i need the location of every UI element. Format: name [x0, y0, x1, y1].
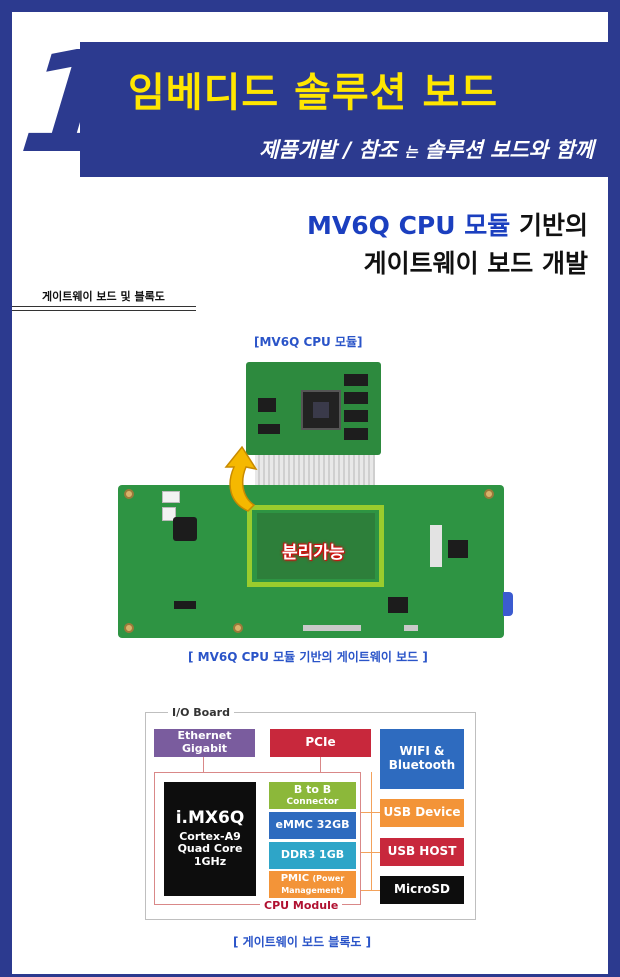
- board-connector: [162, 507, 176, 521]
- section-underline: [12, 306, 196, 307]
- microsd-block: MicroSD: [380, 876, 464, 904]
- usb-host-block: USB HOST: [380, 838, 464, 866]
- edge-connector: [404, 625, 418, 631]
- connection-line: [361, 890, 381, 891]
- section-underline: [12, 310, 196, 311]
- module-highlight-box: [247, 505, 384, 587]
- header-title: 임베디드 솔루션 보드: [128, 70, 499, 116]
- cpu-module-group: [154, 772, 361, 905]
- pmic-label: PMIC: [280, 873, 310, 884]
- curved-arrow-icon: [224, 445, 258, 512]
- header-panel: 임베디드 솔루션 보드 제품개발 / 참조 는 솔루션 보드와 함께: [80, 42, 608, 177]
- connection-line: [203, 756, 204, 772]
- header-subtitle-small: 는: [404, 145, 418, 161]
- board-caption: [ MV6Q CPU 모듈 기반의 게이트웨이 보드 ]: [188, 650, 428, 664]
- frame-right-border: [608, 0, 620, 977]
- btob-sub-label: Connector: [286, 796, 339, 807]
- board-side-connector: [503, 592, 513, 616]
- headline-line1-rest: 기반의: [518, 211, 588, 240]
- frame-bottom-border: [0, 974, 620, 977]
- ethernet-block: Ethernet Gigabit: [154, 729, 255, 757]
- header-subtitle-a: 제품개발 / 참조: [259, 138, 398, 162]
- headline-line2: 게이트웨이 보드 개발: [363, 249, 588, 278]
- memory-chip: [344, 392, 368, 404]
- btob-connector-block: B to B Connector: [269, 782, 356, 809]
- header-subtitle-b: 솔루션 보드와 함께: [424, 138, 594, 162]
- btob-label: B to B: [293, 783, 332, 796]
- pmic-chip: [258, 398, 276, 412]
- processor-chip: [301, 390, 341, 430]
- pmic-block: PMIC (Power Management): [269, 871, 356, 898]
- mount-hole: [124, 489, 134, 499]
- usb-device-block: USB Device: [380, 799, 464, 827]
- headline: MV6Q CPU 모듈 기반의 게이트웨이 보드 개발: [307, 207, 588, 283]
- wifi-bluetooth-block: WIFI & Bluetooth: [380, 729, 464, 789]
- connection-line: [320, 756, 321, 772]
- board-ic: [173, 517, 197, 541]
- cpu-block: i.MX6Q Cortex-A9 Quad Core 1GHz: [164, 782, 256, 896]
- header-subtitle: 제품개발 / 참조 는 솔루션 보드와 함께: [259, 134, 594, 164]
- headline-highlight: MV6Q CPU 모듈: [307, 211, 511, 240]
- emmc-block: eMMC 32GB: [269, 812, 356, 839]
- cpu-module-photo: [246, 362, 381, 455]
- frame-top-border: [0, 0, 620, 12]
- pcie-block: PCIe: [270, 729, 371, 757]
- headline-line1: MV6Q CPU 모듈 기반의: [307, 207, 588, 245]
- board-ic: [388, 597, 408, 613]
- header-pins: [430, 525, 442, 567]
- cpu-module-label: CPU Module: [260, 899, 343, 912]
- board-connector: [162, 491, 180, 503]
- board-ic: [448, 540, 468, 558]
- section-label: 게이트웨이 보드 및 블록도: [42, 290, 165, 303]
- cpu-name: i.MX6Q: [175, 808, 245, 829]
- edge-connector: [303, 625, 361, 631]
- separable-label: 분리가능: [282, 543, 345, 563]
- connection-line: [371, 772, 372, 890]
- io-board-title: I/O Board: [168, 706, 234, 719]
- mounted-module: [257, 513, 375, 579]
- module-caption: [MV6Q CPU 모듈]: [254, 335, 363, 349]
- small-chip: [258, 424, 280, 434]
- header-banner: 1 임베디드 솔루션 보드 제품개발 / 참조 는 솔루션 보드와 함께: [12, 12, 608, 185]
- memory-chip: [344, 428, 368, 440]
- cpu-desc: Cortex-A9 Quad Core 1GHz: [177, 829, 243, 869]
- block-diagram-frame: [145, 712, 476, 920]
- memory-chip: [344, 374, 368, 386]
- diagram-caption: [ 게이트웨이 보드 블록도 ]: [233, 935, 372, 949]
- frame-left-border: [0, 0, 12, 977]
- board-ic: [174, 601, 196, 609]
- memory-chip: [344, 410, 368, 422]
- mount-hole: [124, 623, 134, 633]
- ddr-block: DDR3 1GB: [269, 842, 356, 869]
- pmic-sub-label: (Power Management): [281, 874, 345, 895]
- mount-hole: [484, 489, 494, 499]
- header-number-area: [12, 12, 80, 177]
- mount-hole: [233, 623, 243, 633]
